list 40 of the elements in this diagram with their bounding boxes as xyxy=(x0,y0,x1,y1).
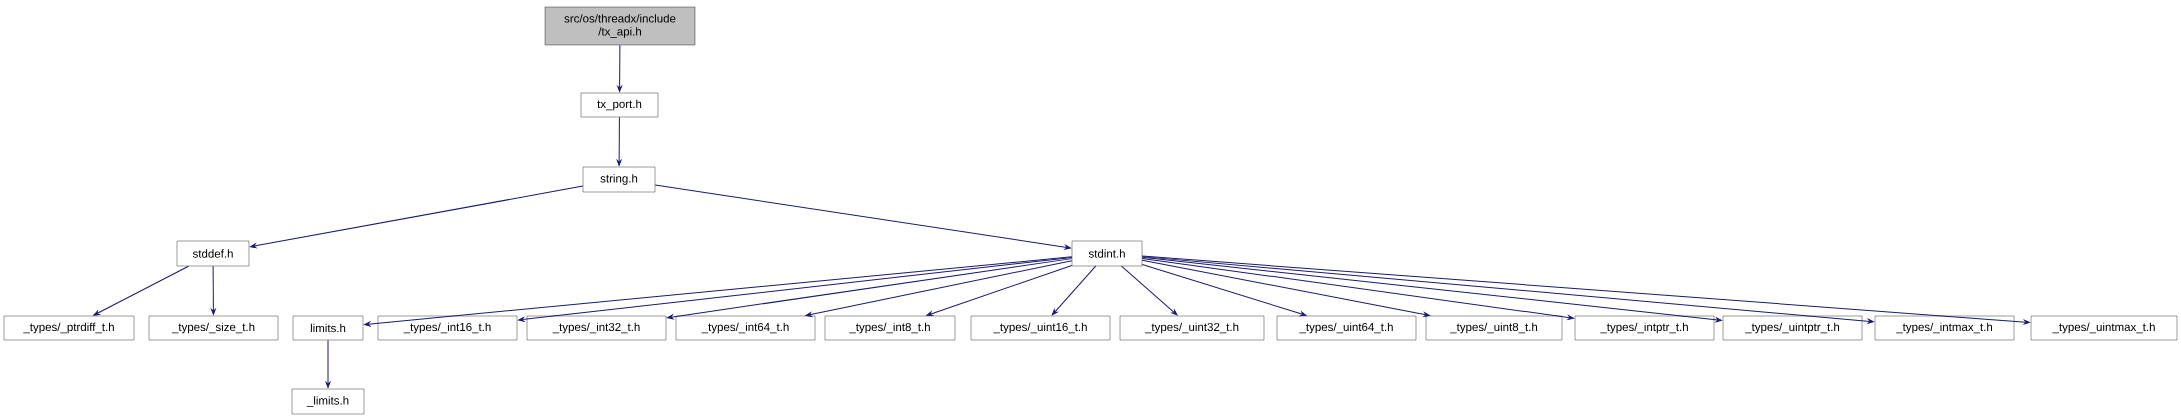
file-box: string.h xyxy=(582,166,656,193)
file-box: tx_port.h xyxy=(580,92,659,118)
file-box: stdint.h xyxy=(1071,240,1143,267)
arrow xyxy=(1141,256,1722,323)
arrow xyxy=(325,339,331,388)
arrow xyxy=(616,116,622,166)
file-box: stddef.h xyxy=(176,240,250,267)
file-box: _types/_uint64_t.h xyxy=(1276,315,1417,341)
arrow xyxy=(805,260,1073,317)
arrow xyxy=(518,257,1073,322)
arrow xyxy=(1051,265,1097,316)
file-box: _types/_int16_t.h xyxy=(377,315,518,341)
file-box: _types/_uint16_t.h xyxy=(970,315,1111,341)
file-box: _types/_int8_t.h xyxy=(824,315,956,341)
file-box: src/os/threadx/include /tx_api.h xyxy=(544,6,696,46)
arrow xyxy=(364,256,1073,327)
arrow xyxy=(617,44,622,92)
arrow xyxy=(1141,259,1430,317)
arrow xyxy=(211,265,216,315)
file-box: _types/_uint8_t.h xyxy=(1425,315,1563,341)
arrow xyxy=(93,265,189,316)
file-box: _types/_int32_t.h xyxy=(526,315,667,341)
file-box: _types/_size_t.h xyxy=(148,315,279,341)
file-box: _types/_int64_t.h xyxy=(675,315,816,341)
arrow xyxy=(1141,255,2030,325)
arrow xyxy=(667,258,1073,320)
arrow xyxy=(250,185,584,249)
arrow xyxy=(1121,265,1178,316)
arrow xyxy=(1141,257,1574,320)
file-box: _types/_ptrdiff_t.h xyxy=(3,315,135,341)
file-box: _types/_uintmax_t.h xyxy=(2030,315,2178,341)
arrow xyxy=(926,265,1073,316)
file-box: _limits.h xyxy=(291,388,365,415)
file-box: limits.h xyxy=(292,315,364,341)
arrow xyxy=(654,184,1071,250)
file-box: _types/_uintptr_t.h xyxy=(1722,315,1863,341)
file-box: _types/_uint32_t.h xyxy=(1119,315,1265,341)
arrow xyxy=(1141,263,1307,317)
file-box: _types/_intmax_t.h xyxy=(1874,315,2015,341)
file-box: _types/_intptr_t.h xyxy=(1574,315,1715,341)
